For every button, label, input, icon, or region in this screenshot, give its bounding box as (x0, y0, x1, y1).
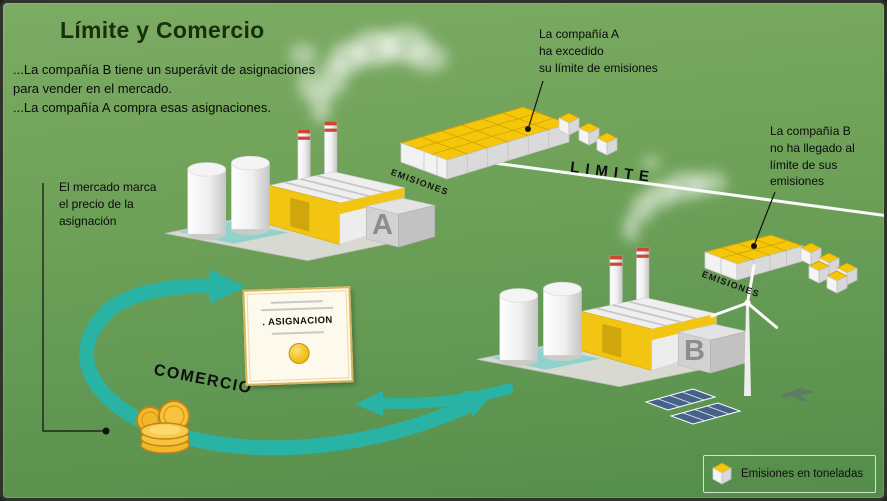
diagram-illustration (42, 27, 884, 456)
intro-text: ...La compañía B tiene un superávit de a… (13, 62, 316, 115)
trade-arrow-to-factory-b (153, 399, 473, 456)
certificate-text-line (271, 331, 324, 335)
wind-turbine-icon (710, 264, 779, 396)
smoke-plume-b (623, 155, 727, 242)
asignacion-label: . ASIGNACION (262, 314, 333, 329)
legend: Emisiones en toneladas (703, 455, 877, 493)
certificate-text-line (270, 300, 323, 304)
smoke-plume-a (289, 27, 448, 123)
factory-letter-b: B (684, 335, 705, 367)
solar-panels-icon (644, 388, 742, 425)
callout-company-b: La compañía B no ha llegado al límite de… (770, 124, 855, 189)
factory-letter-a: A (372, 209, 393, 241)
callout-market: El mercado marca el precio de la asignac… (59, 180, 157, 228)
allocation-certificate: . ASIGNACION (242, 286, 354, 386)
callout-line-market (42, 183, 110, 435)
certificate-inner-border (246, 290, 350, 382)
emission-stack-a (399, 106, 571, 180)
emission-cubes-trail-b (800, 242, 858, 294)
trade-arrow-to-factory-a (97, 278, 219, 321)
trade-arc-left (79, 307, 169, 438)
legend-cube-icon (712, 462, 732, 485)
trade-cycle-arrows (79, 269, 514, 456)
certificate-text-line (261, 306, 334, 312)
factory-a-illustration (164, 120, 436, 262)
coins-icon (136, 400, 190, 454)
airplane-icon (780, 388, 815, 402)
callout-line-company-b (751, 191, 776, 249)
emission-cubes-trail-a (558, 112, 618, 156)
callout-company-a: La compañía A ha excedido su límite de e… (539, 27, 658, 75)
callout-line-company-a (525, 80, 544, 132)
page-title: Límite y Comercio (60, 17, 265, 43)
certificate-seal (287, 342, 310, 365)
legend-label: Emisiones en toneladas (741, 468, 864, 480)
trade-arrow-b-to-market (375, 383, 514, 409)
